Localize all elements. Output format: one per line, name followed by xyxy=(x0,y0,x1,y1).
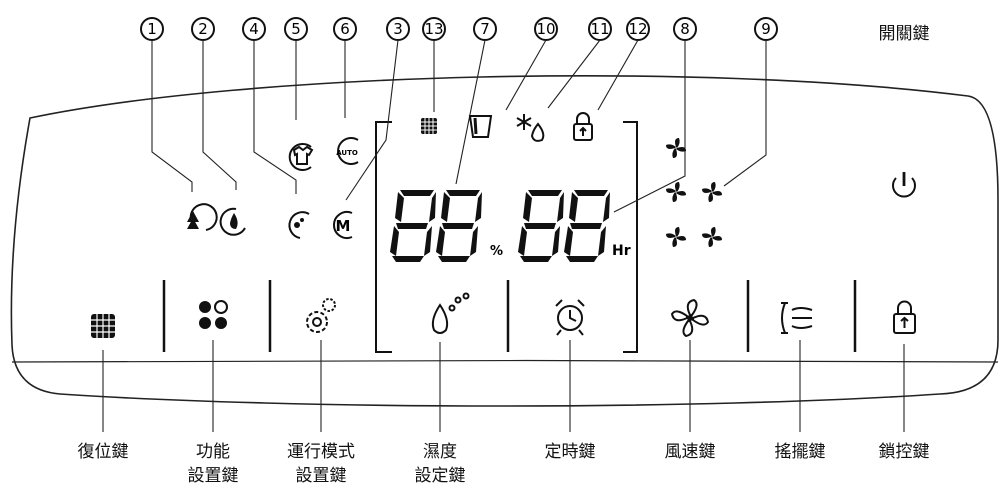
callout-6: 6 xyxy=(333,17,357,41)
callout-2: 2 xyxy=(191,17,215,41)
svg-text:7: 7 xyxy=(480,20,490,38)
leader-4 xyxy=(253,40,297,194)
power-button-label: 開關鍵 xyxy=(878,24,930,44)
child-lock-indicator-icon xyxy=(573,112,593,141)
defrost-icon xyxy=(516,114,545,142)
fan-speed-icon[interactable] xyxy=(670,298,710,338)
leader-2 xyxy=(202,40,237,190)
svg-text:M: M xyxy=(336,217,351,235)
svg-text:AUTO: AUTO xyxy=(336,149,358,157)
svg-text:3: 3 xyxy=(393,20,403,38)
function-button-label: 功能設置鍵 xyxy=(187,442,239,486)
callout-3: 3 xyxy=(386,17,410,41)
leader-8 xyxy=(613,40,686,213)
callout-8: 8 xyxy=(673,17,697,41)
child-lock-icon[interactable] xyxy=(893,300,916,334)
purify-mode-icon xyxy=(288,211,310,239)
svg-text:9: 9 xyxy=(761,20,771,38)
water-tank-full-icon xyxy=(468,115,493,138)
callout-7: 7 xyxy=(473,17,497,41)
svg-text:6: 6 xyxy=(340,20,350,38)
leader-10 xyxy=(505,39,547,111)
leader-11 xyxy=(547,39,601,109)
humidity-button-label: 濕度設定鍵 xyxy=(414,442,466,486)
alarm-clock-icon[interactable] xyxy=(555,299,585,336)
svg-text:11: 11 xyxy=(590,20,609,38)
leader-9 xyxy=(723,40,767,187)
callout-13: 13 xyxy=(422,17,446,41)
svg-text:10: 10 xyxy=(536,20,555,38)
panel-outline xyxy=(10,75,999,407)
swing-button-label: 搖擺鍵 xyxy=(774,442,826,462)
svg-text:4: 4 xyxy=(249,20,259,38)
mode-gear-icon[interactable] xyxy=(306,298,336,333)
leader-1 xyxy=(151,40,193,192)
fan-level-indicator-icon xyxy=(702,182,722,202)
humidity-drop-icon[interactable] xyxy=(431,292,470,334)
clothes-dry-icon xyxy=(288,143,314,171)
fan-level-indicator-icon xyxy=(666,182,686,202)
function-icon[interactable] xyxy=(199,300,228,329)
svg-text:8: 8 xyxy=(680,20,690,38)
manual-mode-icon: M xyxy=(333,211,353,239)
callout-9: 9 xyxy=(754,17,778,41)
reset-button-label: 復位鍵 xyxy=(77,442,129,462)
swing-icon[interactable] xyxy=(781,302,813,334)
svg-text:13: 13 xyxy=(424,20,443,38)
humidity-digits xyxy=(390,190,482,262)
panel-inner-edge xyxy=(11,359,999,363)
fan-speed-button-label: 風速鍵 xyxy=(664,442,716,462)
child-lock-button-label: 鎖控鍵 xyxy=(878,442,930,462)
svg-text:2: 2 xyxy=(198,20,208,38)
fan-level-indicator-icon xyxy=(666,227,686,247)
dry-mode-icon xyxy=(219,207,246,236)
filter-indicator-icon xyxy=(421,118,437,134)
callout-4: 4 xyxy=(242,17,266,41)
callout-11: 11 xyxy=(588,17,612,41)
leader-7 xyxy=(455,39,486,185)
callout-5: 5 xyxy=(284,17,308,41)
auto-mode-icon: AUTO xyxy=(336,137,359,165)
svg-text:1: 1 xyxy=(147,20,157,38)
callout-1: 1 xyxy=(140,17,164,41)
fan-level-indicator-icon xyxy=(702,227,722,247)
mode-button-label: 運行模式設置鍵 xyxy=(287,442,355,486)
leader-3 xyxy=(345,39,399,201)
timer-button-label: 定時鍵 xyxy=(544,442,596,462)
reset-icon[interactable] xyxy=(91,314,115,338)
svg-text:12: 12 xyxy=(628,20,647,38)
timer-unit: Hr xyxy=(612,243,631,259)
power-icon[interactable] xyxy=(892,172,916,198)
timer-digits xyxy=(518,190,610,262)
callout-10: 10 xyxy=(534,17,558,41)
svg-text:5: 5 xyxy=(291,20,301,38)
lcd-bracket-right xyxy=(623,121,638,353)
humidity-unit: % xyxy=(490,244,503,259)
fan-level-indicator-icon xyxy=(666,138,686,158)
sleep-mode-icon xyxy=(187,203,218,231)
callout-12: 12 xyxy=(626,17,650,41)
lcd-bracket-left xyxy=(375,121,392,353)
leader-12 xyxy=(597,39,639,111)
